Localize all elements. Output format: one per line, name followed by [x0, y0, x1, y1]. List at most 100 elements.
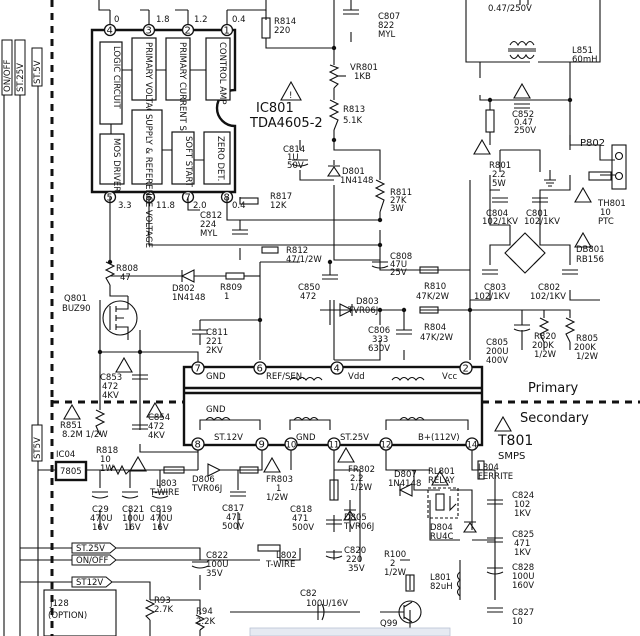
r814[interactable]: R814 220 [261, 17, 296, 39]
c824[interactable]: C824 102 1KV [487, 491, 534, 519]
r811[interactable]: R811 27K 3W [374, 179, 412, 214]
ic801-ref: IC801 [256, 101, 294, 116]
fr802[interactable]: FR802 2.2 1/2W [329, 465, 375, 501]
l851[interactable]: L851 60mH [508, 40, 598, 66]
c806[interactable]: C806 333 630V [368, 326, 412, 354]
r851[interactable]: R851 8.2M 1/2W [60, 368, 108, 440]
connector-st5v-bottom[interactable]: ST5V [31, 424, 43, 462]
t801-pin-4: 4 Vdd [330, 361, 365, 382]
svg-text:C853: C853 [100, 373, 122, 383]
l802[interactable]: L802 T-WIRE [257, 544, 297, 570]
d801[interactable]: D801 1N4148 [326, 165, 373, 186]
svg-text:35V: 35V [348, 564, 365, 574]
connector-on-off[interactable]: ON/OFF [1, 39, 13, 96]
d804[interactable]: D804 RU4C [430, 521, 478, 542]
r810[interactable]: R810 47K/2W [416, 266, 450, 302]
c812[interactable]: C812 224 MYL [200, 211, 248, 239]
d803[interactable]: D803 TVR06J [339, 297, 379, 317]
l801[interactable]: L801 82uH [430, 571, 461, 597]
bus-tag-st25v[interactable]: ST.25V [71, 542, 117, 554]
c818[interactable]: C818 471 500V [290, 505, 342, 533]
d807[interactable]: D807 1N4148 [388, 470, 421, 497]
r94[interactable]: R94 2.2K [194, 607, 216, 631]
c820[interactable]: C820 220 35V [325, 546, 366, 574]
svg-text:R812: R812 [286, 246, 308, 256]
c819[interactable]: C819 470U 16V [150, 491, 172, 533]
r808[interactable]: R808 47 [104, 261, 138, 286]
c805[interactable]: C805 200U 400V [486, 310, 531, 366]
svg-text:1.2: 1.2 [194, 15, 208, 25]
top-cap[interactable]: 0.47/250V [488, 0, 532, 14]
svg-text:10: 10 [286, 441, 297, 451]
r818[interactable]: R818 10 1W [96, 446, 131, 476]
j128[interactable]: J128 (OPTION) [43, 589, 117, 636]
ic801-block-primary-voltage: PRIMARY VOLTAGE SIMULATOR [131, 37, 157, 172]
r805[interactable]: R805 200K 1/2W [564, 317, 599, 362]
warning-c852-icon [513, 82, 531, 99]
svg-text:C822: C822 [206, 551, 228, 561]
c821[interactable]: C821 100U 16V [121, 491, 144, 533]
bus-tag-on-off[interactable]: ON/OFF [71, 554, 117, 566]
c801[interactable]: C801 102/1KV [524, 197, 560, 227]
c82[interactable]: C82 100U/16V [300, 589, 348, 621]
db801[interactable]: DB801 RB156 [504, 232, 605, 274]
svg-text:1/2W: 1/2W [576, 352, 599, 362]
c852[interactable]: C852 0.47 250V [512, 103, 536, 136]
c827[interactable]: C827 10 [487, 607, 534, 627]
q801[interactable]: Q801 BUZ90 [62, 285, 138, 340]
c825[interactable]: C825 471 1KV [487, 530, 534, 558]
r93[interactable]: R93 2.7K [144, 596, 174, 621]
svg-text:100U: 100U [206, 560, 228, 570]
rl801[interactable]: RL801 RELAY [427, 467, 459, 519]
svg-text:T-WIRE: T-WIRE [265, 560, 295, 570]
c814[interactable]: C814 1U 50V [283, 145, 309, 171]
q99[interactable]: Q99 [380, 600, 422, 629]
r817[interactable]: R817 12K [239, 192, 292, 211]
svg-text:R851: R851 [60, 421, 82, 431]
t801-ref: T801 [497, 433, 533, 449]
c854[interactable]: C854 472 4KV [132, 413, 170, 441]
c828[interactable]: C828 100U 160V [486, 563, 534, 591]
svg-text:11: 11 [329, 441, 340, 451]
bus-tag-st12v[interactable]: ST12V [71, 576, 113, 588]
p802[interactable]: P802 [580, 138, 627, 190]
l804[interactable]: L804 FERRITE [477, 460, 513, 482]
svg-text:102/1KV: 102/1KV [524, 217, 560, 227]
r804[interactable]: R804 47K/2W [419, 306, 454, 343]
d806[interactable]: D806 TVR06J [191, 463, 222, 494]
c822[interactable]: C822 100U 35V [191, 551, 228, 579]
l803[interactable]: L803 T-WIRE [149, 466, 185, 498]
c29[interactable]: C29 470U 16V [90, 491, 112, 533]
d805[interactable]: D805 TVR06J [342, 509, 374, 532]
c804[interactable]: C804 102/1KV [482, 197, 518, 227]
c811[interactable]: C811 221 2KV [192, 320, 228, 356]
connector-st5v-vertical[interactable]: ST.5V [31, 47, 43, 87]
r809[interactable]: R809 1 [220, 272, 260, 302]
r820[interactable]: R820 200K 1/2W [532, 317, 557, 360]
svg-text:47: 47 [120, 273, 131, 283]
c807[interactable]: C807 822 MYL [343, 9, 400, 40]
ic04[interactable]: IC04 7805 [54, 450, 88, 482]
svg-text:L802: L802 [276, 551, 297, 561]
ic801-warning-icon: ! [280, 80, 302, 101]
d802[interactable]: D802 1N4148 [110, 269, 226, 303]
c817[interactable]: C817 471 500V [222, 491, 246, 532]
c802[interactable]: C802 102/1KV [530, 269, 578, 302]
vr801[interactable]: VR801 1KB [328, 63, 378, 89]
svg-text:2: 2 [390, 559, 395, 569]
r813[interactable]: R813 5.1K [328, 99, 365, 131]
c803[interactable]: C803 102/1KV [474, 269, 510, 302]
svg-text:L851: L851 [572, 46, 593, 56]
th801[interactable]: TH801 10 PTC [588, 171, 626, 227]
c808[interactable]: C808 47U 25V [371, 252, 412, 278]
r801[interactable]: R801 2.2 5W [485, 109, 511, 189]
svg-text:224: 224 [200, 220, 216, 230]
fr803[interactable]: FR803 1 1/2W [239, 466, 293, 503]
horizontal-scrollbar[interactable] [249, 627, 451, 636]
svg-text:47K/2W: 47K/2W [416, 292, 450, 302]
c853[interactable]: C853 472 4KV [100, 373, 148, 401]
r812[interactable]: R812 47/1/2W [261, 246, 322, 265]
r100[interactable]: R100 2 1/2W [384, 550, 415, 592]
c850[interactable]: C850 472 [298, 274, 338, 302]
connector-st25v-vertical[interactable]: ST.25V [14, 39, 26, 96]
